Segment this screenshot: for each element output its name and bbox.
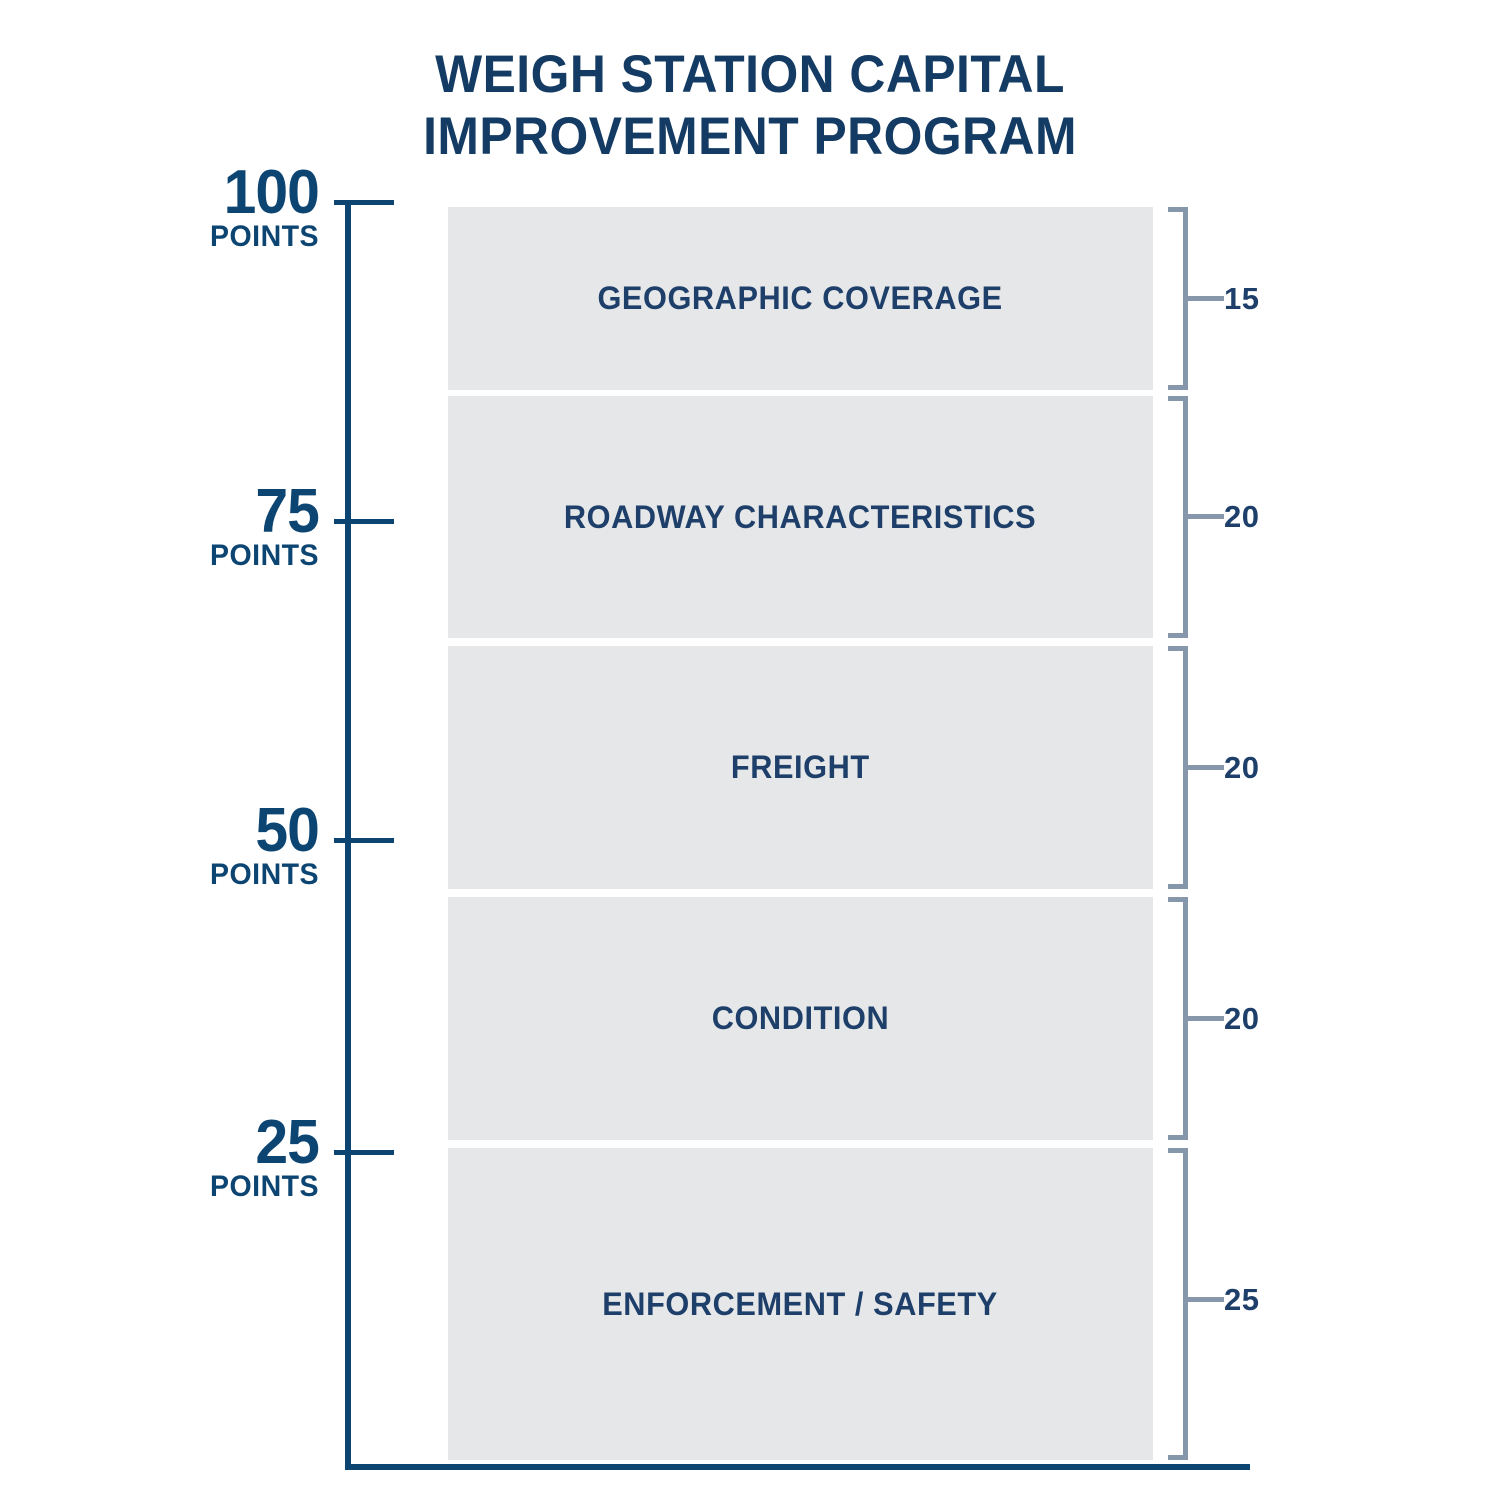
bracket-stem-enforcement-safety bbox=[1188, 1297, 1224, 1302]
bracket-enforcement-safety bbox=[1168, 1148, 1188, 1460]
axis-label-75-value: 75 bbox=[255, 477, 320, 546]
bracket-geographic-coverage bbox=[1168, 207, 1188, 390]
bar-segment-geographic-coverage[interactable]: GEOGRAPHIC COVERAGE bbox=[448, 207, 1153, 390]
x-axis-line bbox=[345, 1464, 1250, 1470]
bar-segment-condition[interactable]: CONDITION bbox=[448, 897, 1153, 1140]
bracket-freight bbox=[1168, 646, 1188, 889]
bracket-stem-freight bbox=[1188, 765, 1224, 770]
bracket-stem-geographic-coverage bbox=[1188, 296, 1224, 301]
bar-segment-enforcement-safety[interactable]: ENFORCEMENT / SAFETY bbox=[448, 1148, 1153, 1460]
axis-tick-50 bbox=[334, 838, 394, 843]
axis-label-50-unit: POINTS bbox=[210, 858, 319, 891]
axis-label-100-value: 100 bbox=[223, 158, 320, 227]
axis-label-25-value: 25 bbox=[255, 1108, 320, 1177]
axis-label-50-points: 50 POINTS bbox=[59, 796, 320, 892]
bracket-value-condition: 20 bbox=[1224, 1001, 1260, 1036]
bracket-condition bbox=[1168, 897, 1188, 1140]
bar-segment-label: ENFORCEMENT / SAFETY bbox=[602, 1285, 999, 1322]
bracket-value-geographic-coverage: 15 bbox=[1224, 281, 1260, 316]
axis-label-50-value: 50 bbox=[255, 796, 320, 865]
bracket-stem-condition bbox=[1188, 1016, 1224, 1021]
axis-tick-100 bbox=[334, 200, 394, 205]
axis-label-75-unit: POINTS bbox=[210, 539, 319, 572]
bracket-value-freight: 20 bbox=[1224, 750, 1260, 785]
axis-label-75-points: 75 POINTS bbox=[59, 477, 320, 573]
page-title: WEIGH STATION CAPITAL IMPROVEMENT PROGRA… bbox=[45, 44, 1455, 168]
bar-segment-label: FREIGHT bbox=[731, 749, 870, 785]
bracket-value-roadway-characteristics: 20 bbox=[1224, 499, 1260, 534]
bar-segment-label: ROADWAY CHARACTERISTICS bbox=[564, 498, 1037, 535]
bar-segment-label: GEOGRAPHIC COVERAGE bbox=[597, 280, 1004, 316]
axis-tick-25 bbox=[334, 1150, 394, 1155]
page-title-line-1: WEIGH STATION CAPITAL bbox=[435, 45, 1065, 104]
axis-label-100-unit: POINTS bbox=[210, 220, 319, 253]
page-title-line-2: IMPROVEMENT PROGRAM bbox=[423, 107, 1077, 166]
axis-tick-75 bbox=[334, 519, 394, 524]
bar-segment-roadway-characteristics[interactable]: ROADWAY CHARACTERISTICS bbox=[448, 396, 1153, 638]
bracket-value-enforcement-safety: 25 bbox=[1224, 1282, 1260, 1317]
bar-segment-label: CONDITION bbox=[711, 1000, 890, 1036]
bracket-stem-roadway-characteristics bbox=[1188, 514, 1224, 519]
axis-label-100-points: 100 POINTS bbox=[59, 158, 320, 254]
bracket-roadway-characteristics bbox=[1168, 396, 1188, 638]
axis-label-25-points: 25 POINTS bbox=[59, 1108, 320, 1204]
y-axis-line bbox=[345, 202, 351, 1470]
bar-segment-freight[interactable]: FREIGHT bbox=[448, 646, 1153, 889]
axis-label-25-unit: POINTS bbox=[210, 1170, 319, 1203]
